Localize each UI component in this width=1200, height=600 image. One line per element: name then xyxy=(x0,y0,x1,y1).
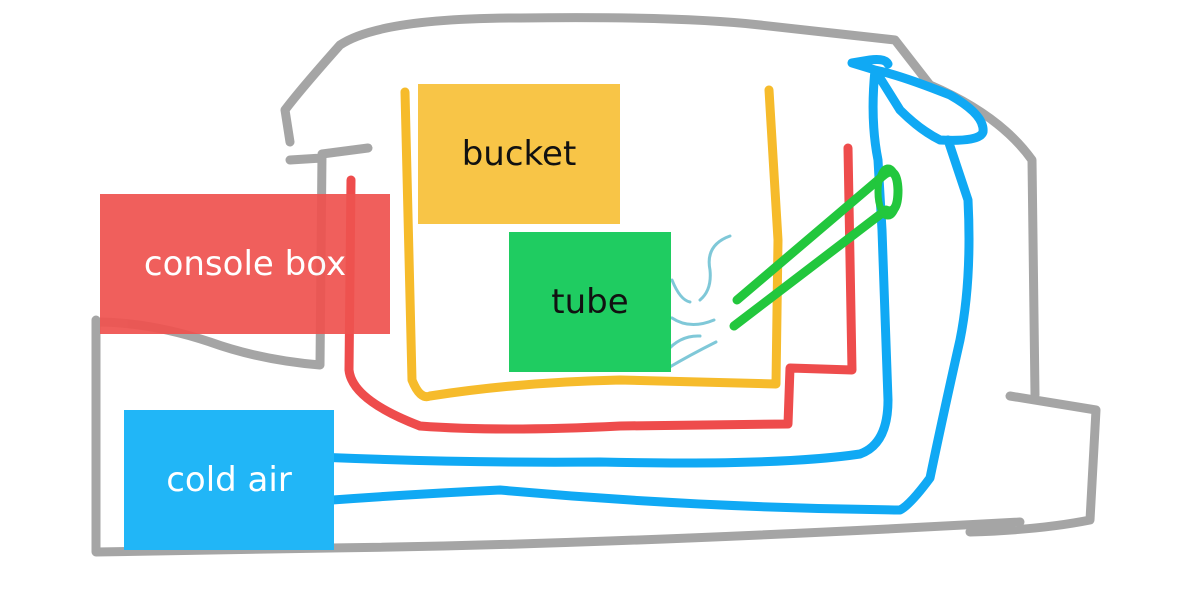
bucket-label-box: bucket xyxy=(418,84,620,224)
green-tube xyxy=(729,167,903,331)
red-path xyxy=(344,143,857,434)
bucket-label: bucket xyxy=(461,134,577,174)
cold-air-path xyxy=(135,55,988,521)
green-tube-end xyxy=(874,164,902,220)
tube-label: tube xyxy=(551,282,629,322)
bucket-outline xyxy=(400,85,783,402)
tube-label-box: tube xyxy=(509,232,671,372)
cold-air-label: cold air xyxy=(166,460,292,500)
console-box-label-box: console box xyxy=(100,194,390,334)
enclosure-outline xyxy=(91,13,1101,557)
cold-air-label-box: cold air xyxy=(124,410,334,550)
console-box-label: console box xyxy=(143,244,347,284)
vapor-lines xyxy=(664,234,732,370)
